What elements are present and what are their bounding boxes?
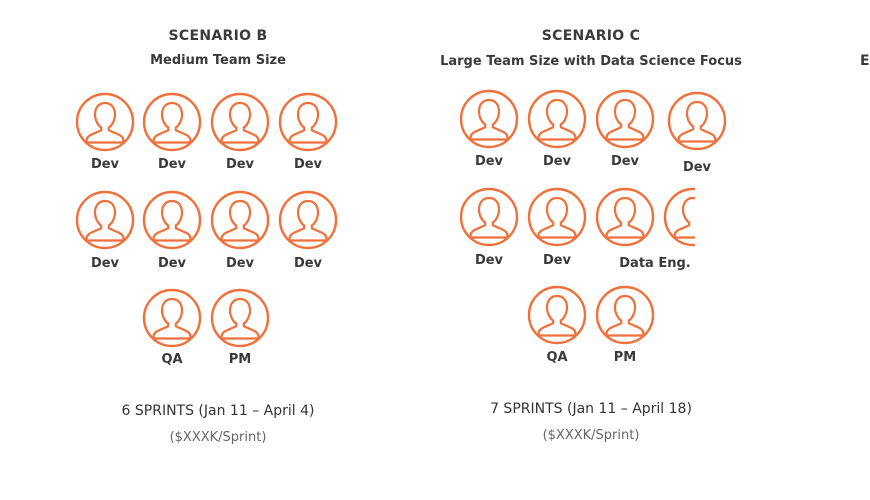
person-icon (527, 187, 587, 247)
role-label: Dev (682, 160, 712, 175)
person-icon (142, 92, 202, 152)
person-icon (459, 89, 519, 149)
next-scenario-fragment: E (860, 53, 870, 69)
person-icon (527, 89, 587, 149)
scenario-c-subtitle: Large Team Size with Data Science Focus (440, 54, 742, 69)
role-label: Dev (293, 157, 323, 172)
person-icon (459, 187, 519, 247)
person-icon (210, 190, 270, 250)
role-label: PM (228, 352, 252, 367)
role-label: Dev (542, 154, 572, 169)
person-icon (527, 285, 587, 345)
role-label: Dev (90, 157, 120, 172)
role-label: Dev (225, 157, 255, 172)
person-icon (278, 190, 338, 250)
person-icon (210, 92, 270, 152)
role-label: Dev (474, 154, 504, 169)
role-label: Dev (225, 256, 255, 271)
person-icon (142, 190, 202, 250)
role-label: Data Eng. (619, 256, 691, 271)
scenario-c-cost: ($XXXK/Sprint) (542, 428, 640, 443)
role-label: Dev (293, 256, 323, 271)
role-label: Dev (157, 256, 187, 271)
role-label: Dev (542, 253, 572, 268)
person-icon (75, 92, 135, 152)
scenario-b-cost: ($XXXK/Sprint) (169, 430, 267, 445)
role-label: Dev (610, 154, 640, 169)
person-icon (663, 187, 695, 247)
scenario-b-subtitle: Medium Team Size (150, 53, 286, 68)
scenario-c-sprints: 7 SPRINTS (Jan 11 – April 18) (490, 401, 692, 417)
person-icon (75, 190, 135, 250)
role-label: QA (546, 350, 568, 365)
role-label: PM (613, 350, 637, 365)
person-icon (667, 91, 727, 151)
person-icon (210, 288, 270, 348)
scenario-b-title: SCENARIO B (168, 28, 268, 44)
person-icon (142, 288, 202, 348)
role-label: Dev (90, 256, 120, 271)
person-icon (595, 89, 655, 149)
person-icon (595, 285, 655, 345)
role-label: Dev (474, 253, 504, 268)
person-icon (595, 187, 655, 247)
scenario-c-title: SCENARIO C (541, 28, 641, 44)
role-label: QA (161, 352, 183, 367)
scenario-b-sprints: 6 SPRINTS (Jan 11 – April 4) (121, 403, 315, 419)
role-label: Dev (157, 157, 187, 172)
partial-person-clip (663, 187, 695, 247)
person-icon (278, 92, 338, 152)
